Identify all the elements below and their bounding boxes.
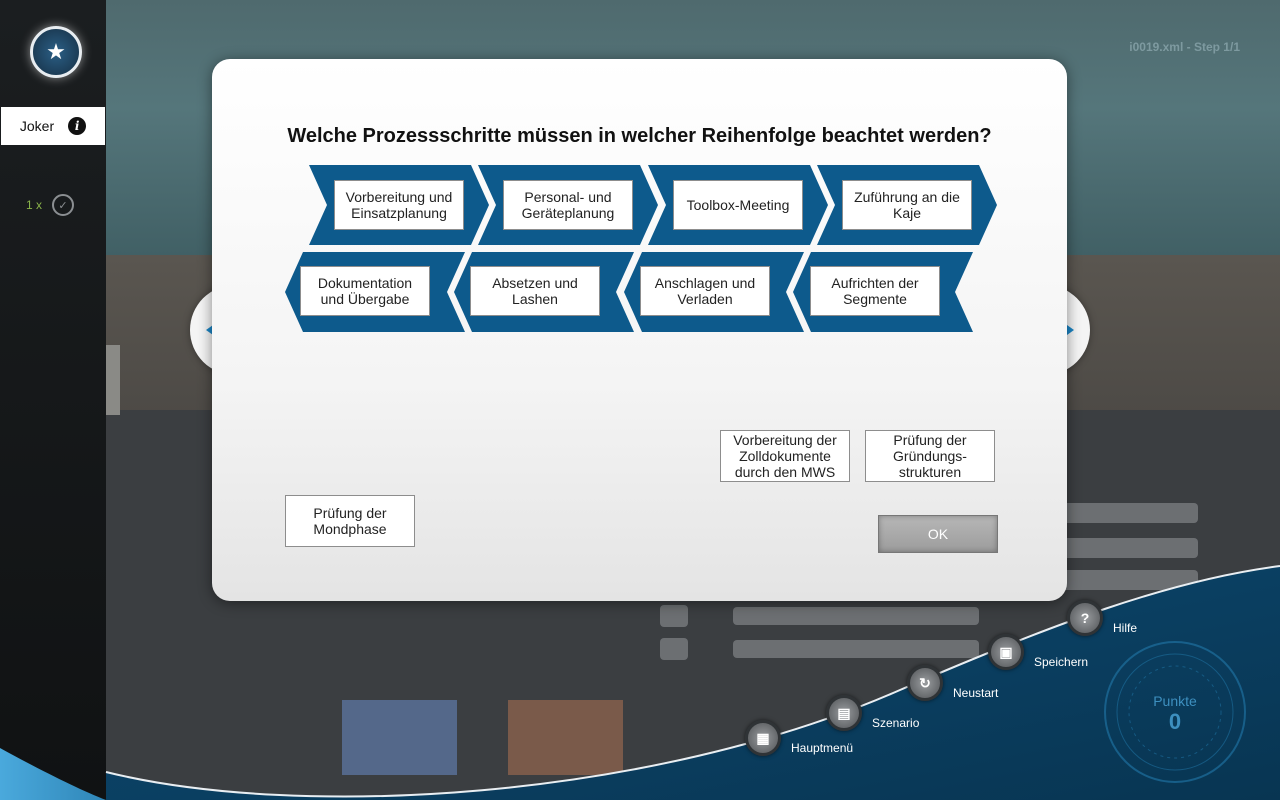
background-block xyxy=(342,700,457,775)
speichern-button[interactable]: ▣ Speichern xyxy=(988,634,1088,670)
score-label: Punkte xyxy=(1153,693,1197,709)
question-icon: ? xyxy=(1067,600,1103,636)
timer-count: 1 x xyxy=(26,198,43,212)
question-text: Welche Prozessschritte müssen in welcher… xyxy=(287,125,992,147)
star-icon: ★ xyxy=(30,26,82,78)
hauptmenue-label: Hauptmenü xyxy=(791,741,854,755)
hauptmenue-button[interactable]: ▦ Hauptmenü xyxy=(745,720,853,756)
step-card[interactable]: Zuführung an die Kaje xyxy=(842,180,972,230)
step-card[interactable]: Dokumentation und Übergabe xyxy=(300,266,430,316)
score-value: 0 xyxy=(1168,709,1182,734)
background-bar xyxy=(660,605,688,627)
ok-button[interactable]: OK xyxy=(878,515,998,553)
background-bar xyxy=(733,607,979,625)
step-card[interactable]: Vorbereitung und Einsatzplanung xyxy=(334,180,464,230)
info-icon: i xyxy=(68,117,87,135)
step-card[interactable]: Toolbox-Meeting xyxy=(673,180,803,230)
joker-label: Joker xyxy=(19,118,55,134)
stopwatch-icon: ✓ xyxy=(52,194,75,216)
background-bar xyxy=(733,640,979,658)
step-card[interactable]: Aufrichten der Segmente xyxy=(810,266,940,316)
hilfe-label: Hilfe xyxy=(1113,621,1138,635)
step-label: i0019.xml - Step 1/1 xyxy=(1129,40,1240,54)
sidebar: ★ Joker i 1 x ✓ xyxy=(0,0,106,800)
szenario-button[interactable]: ▤ Szenario xyxy=(826,695,919,731)
speichern-label: Speichern xyxy=(1034,655,1089,669)
neustart-button[interactable]: ↻ Neustart xyxy=(907,665,998,701)
step-card[interactable]: Personal- und Geräteplanung xyxy=(503,180,633,230)
timer-joker[interactable]: 1 x ✓ xyxy=(26,194,75,216)
option-card[interactable]: Prüfung der Mondphase xyxy=(285,495,415,547)
hilfe-button[interactable]: ? Hilfe xyxy=(1067,600,1137,636)
szenario-label: Szenario xyxy=(872,716,920,730)
option-card[interactable]: Prüfung der Gründungs-strukturen xyxy=(865,430,995,482)
clipboard-icon: ▤ xyxy=(826,695,862,731)
question-dialog: Welche Prozessschritte müssen in welcher… xyxy=(212,59,1067,601)
grid-icon: ▦ xyxy=(745,720,781,756)
refresh-icon: ↻ xyxy=(907,665,943,701)
step-card[interactable]: Absetzen und Lashen xyxy=(470,266,600,316)
save-icon: ▣ xyxy=(988,634,1024,670)
background-bar xyxy=(660,638,688,660)
joker-button[interactable]: Joker i xyxy=(1,107,105,145)
background-block xyxy=(508,700,623,775)
score-display: Punkte 0 xyxy=(1105,655,1245,775)
option-card[interactable]: Vorbereitung der Zolldokumente durch den… xyxy=(720,430,850,482)
neustart-label: Neustart xyxy=(953,686,999,700)
step-card[interactable]: Anschlagen und Verladen xyxy=(640,266,770,316)
